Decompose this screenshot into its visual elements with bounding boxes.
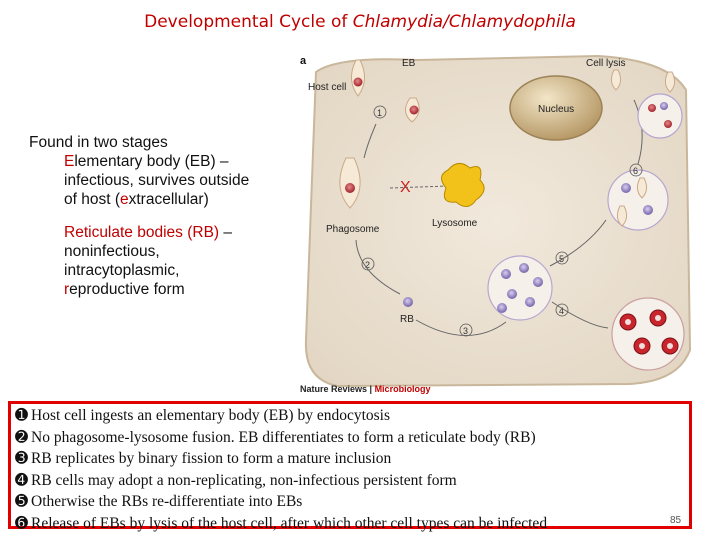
rb-line4-post: eproductive form [69,281,185,298]
rb-particle [643,205,653,215]
step-marker-3: 3 [463,326,468,336]
step-text: Host cell ingests an elementary body (EB… [31,407,391,424]
rb-term: Reticulate bodies (RB) [64,224,220,241]
phagosome-label: Phagosome [326,224,380,235]
eb-description: Elementary body (EB) – infectious, survi… [64,152,299,299]
stages-text: Found in two stages Elementary body (EB)… [29,133,299,299]
panel-letter: a [300,55,307,67]
step-number: ➍ [15,471,28,489]
arrow-3 [415,319,507,336]
eb-particle [648,104,656,112]
rb-particle [525,297,535,307]
figure-credit: Nature Reviews | Microbiology [300,384,431,394]
eb-particle [664,120,672,128]
rb-particle [660,102,668,110]
title-organism: Chlamydia/Chlamydophila [352,12,576,32]
host-cell [304,54,692,388]
arrow-4 [551,301,609,329]
step-number: ➋ [15,428,28,446]
title-prefix: Developmental Cycle of [144,12,353,32]
rb-particle [507,289,517,299]
eb-line3-post: xtracellular) [128,191,209,208]
rb-particle [403,297,413,307]
rb-dash: – [219,224,233,241]
eb-line3-em: e [120,191,129,208]
eb-particle [353,77,363,87]
rb-line3: intracytoplasmic, [64,262,180,279]
rb-line4-em: r [64,281,70,298]
slide-title: Developmental Cycle of Chlamydia/Chlamyd… [0,12,720,32]
rb-label: RB [400,314,414,325]
persistent-inclusion [611,297,685,371]
eb-line2: infectious, survives outside [64,172,250,189]
arrow-6 [633,99,643,165]
eb-term-rest: lementary body (EB) [74,153,216,170]
step-number: ➎ [15,493,28,511]
eb-in-phagosome [345,183,355,193]
lysosome-label: Lysosome [432,218,478,229]
step-text: Otherwise the RBs re-differentiate into … [31,493,303,511]
eb-term-first: E [64,153,75,170]
step-number: ➊ [15,407,28,424]
host-cell-label: Host cell [308,82,346,93]
released-inclusion [637,93,683,139]
step-marker-4: 4 [559,306,564,316]
nucleus [509,75,603,141]
rb-particle [497,303,507,313]
step-marker-6: 6 [633,166,638,176]
eb-particle [409,105,419,115]
eb-vesicle [610,69,622,91]
step-text: RB cells may adopt a non-replicating, no… [31,471,457,489]
eb-vesicle [636,177,648,199]
rb-particle [519,263,529,273]
stages-heading: Found in two stages [29,134,168,151]
step-text: No phagosome-lysosome fusion. EB differe… [31,428,536,446]
step-number: ➏ [15,514,28,532]
arrow-1 [363,123,377,159]
arrow-2 [355,239,401,295]
eb-vesicle [664,71,676,93]
eb-vesicle [616,205,628,227]
chlamydia-cycle-figure: a Nucleus Host cell EB Cell lysis 1 Phag… [300,54,692,394]
step-number: ➌ [15,450,28,468]
step-text: RB replicates by binary fission to form … [31,450,392,468]
cell-lysis-label: Cell lysis [586,58,625,69]
step-marker-2: 2 [365,260,370,270]
rb-line2: noninfectious, [64,243,160,260]
page-number: 85 [670,515,682,526]
arrow-5 [549,219,607,267]
lysosome [441,163,485,207]
eb-dash: – [215,153,229,170]
rb-particle [621,183,631,193]
rb-particle [533,277,543,287]
step-text: Release of EBs by lysis of the host cell… [31,514,548,532]
rb-particle [501,269,511,279]
step-marker-1: 1 [377,108,382,118]
eb-line3-pre: of host ( [64,191,120,208]
inclusion-eb [607,169,669,231]
eb-label: EB [402,58,416,69]
nucleus-label: Nucleus [538,104,574,115]
